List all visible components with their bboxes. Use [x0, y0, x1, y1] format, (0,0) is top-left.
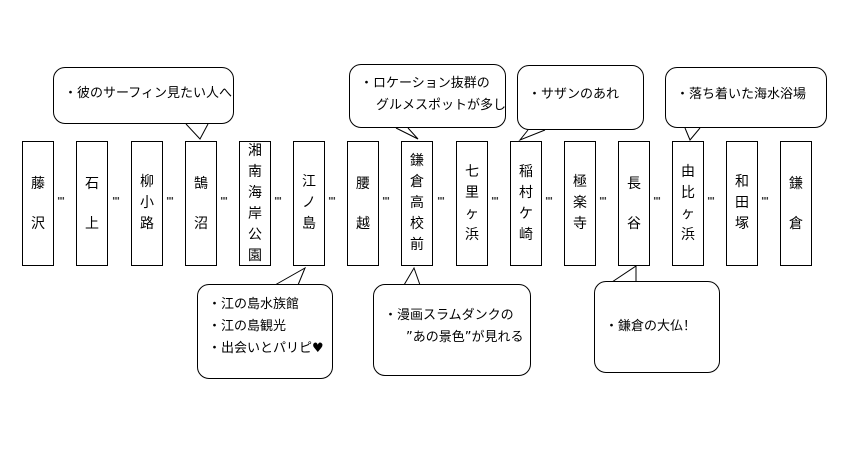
- station-name: 柳小路: [140, 174, 154, 232]
- callout-text: ・サザンのあれ: [528, 87, 620, 102]
- connector: '''': [545, 196, 553, 207]
- connector: '''': [166, 196, 174, 207]
- station-name: 七里ヶ浜: [465, 163, 479, 243]
- connector: '''': [599, 196, 607, 207]
- callout-text: ”あの景色”が見れる: [406, 330, 524, 345]
- station-gokurakuji: 極楽寺: [564, 141, 596, 266]
- callout-tail-enoshima: [274, 266, 307, 286]
- station-shichirigahama: 七里ヶ浜: [456, 141, 488, 266]
- station-name: 和田塚: [735, 174, 749, 232]
- station-kamakura-koukoumae: 鎌倉高校前: [401, 141, 433, 266]
- callout-text: ・ロケーション抜群の: [360, 76, 490, 91]
- station-yanagikoji: 柳小路: [131, 141, 163, 266]
- connector: '''': [761, 196, 769, 207]
- connector: '''': [220, 196, 228, 207]
- station-name: 江ノ島: [302, 174, 316, 232]
- callout-inamuragasaki: ・サザンのあれ: [517, 65, 644, 130]
- connector: '''': [328, 196, 336, 207]
- callout-tail-kamakura-koukoumae-top: [395, 127, 419, 140]
- callout-tail-kugenuma: [185, 123, 209, 140]
- callout-text: グルメスポットが多し: [376, 98, 507, 113]
- station-inamuragasaki: 稲村ケ崎: [510, 141, 542, 266]
- callout-tail-hase: [611, 265, 637, 283]
- callout-text: ・鎌倉の大仏！: [605, 319, 697, 334]
- callout-text: ・彼のサーフィン見たい人へ: [64, 86, 232, 101]
- station-ishigami: 石上: [76, 141, 108, 266]
- connector: '''': [274, 196, 282, 207]
- station-name: 鵠沼: [194, 175, 208, 232]
- station-name: 鎌倉: [789, 175, 803, 232]
- callout-kugenuma: ・彼のサーフィン見たい人へ: [53, 67, 234, 124]
- callout-kamakura-koukoumae-bottom: ・漫画スラムダンクの ”あの景色”が見れる: [373, 284, 531, 376]
- station-kugenuma: 鵠沼: [185, 141, 217, 266]
- connector: '''': [707, 196, 715, 207]
- callout-text: ・出会いとパリピ♥: [208, 341, 324, 356]
- callout-text: ・落ち着いた海水浴場: [676, 87, 807, 102]
- connector: '''': [57, 196, 65, 207]
- station-name: 石上: [85, 175, 99, 232]
- station-shonan-kaigan-koen: 湘南海岸公園: [239, 141, 271, 266]
- callout-enoshima: ・江の島水族館 ・江の島観光 ・出会いとパリピ♥: [197, 284, 333, 379]
- station-name: 腰越: [356, 175, 370, 232]
- station-name: 鎌倉高校前: [410, 153, 424, 253]
- connector: '''': [112, 196, 120, 207]
- callout-text: ・江の島水族館: [208, 297, 300, 312]
- callout-tail-yuigahama: [684, 127, 701, 141]
- station-yuigahama: 由比ヶ浜: [672, 141, 704, 266]
- station-fujisawa: 藤沢: [22, 141, 54, 266]
- station-name: 由比ヶ浜: [681, 163, 695, 243]
- connector: '''': [382, 196, 390, 207]
- callout-kamakura-koukoumae-top: ・ロケーション抜群の グルメスポットが多し: [349, 64, 506, 128]
- callout-yuigahama: ・落ち着いた海水浴場: [665, 67, 827, 128]
- callout-text: ・漫画スラムダンクの: [384, 308, 514, 323]
- connector: '''': [437, 196, 445, 207]
- station-name: 稲村ケ崎: [519, 163, 533, 243]
- station-hase: 長谷: [618, 141, 650, 266]
- callout-hase: ・鎌倉の大仏！: [594, 281, 720, 373]
- callout-tail-kamakura-koukoumae-bottom: [403, 266, 421, 286]
- callout-text: ・江の島観光: [208, 319, 287, 334]
- station-kamakura: 鎌倉: [780, 141, 812, 266]
- station-name: 長谷: [627, 175, 641, 232]
- station-name: 湘南海岸公園: [248, 142, 262, 264]
- station-wadazuka: 和田塚: [726, 141, 758, 266]
- station-enoshima: 江ノ島: [293, 141, 325, 266]
- connector: '''': [653, 196, 661, 207]
- station-name: 藤沢: [31, 175, 45, 232]
- station-name: 極楽寺: [573, 174, 587, 232]
- connector: '''': [491, 196, 499, 207]
- station-koshigoe: 腰越: [347, 141, 379, 266]
- callout-tail-inamuragasaki: [518, 129, 546, 142]
